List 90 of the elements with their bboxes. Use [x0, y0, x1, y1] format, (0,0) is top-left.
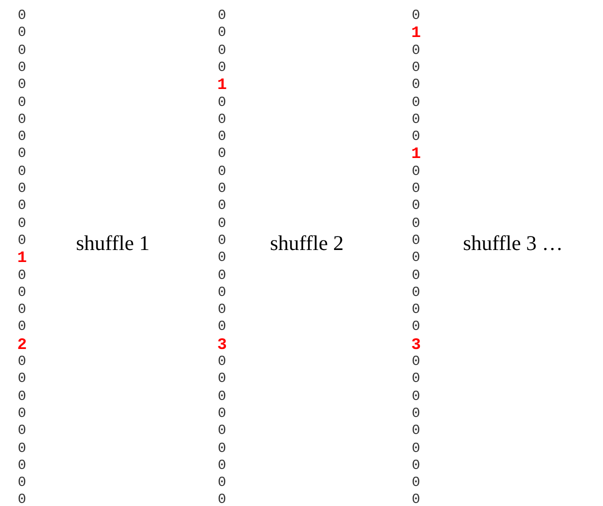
digit: 0 — [16, 199, 28, 214]
digit: 0 — [16, 320, 28, 334]
digit: 0 — [16, 303, 28, 318]
digit: 0 — [216, 406, 228, 421]
digit: 0 — [410, 355, 422, 369]
digit: 0 — [16, 164, 28, 179]
digit: 0 — [216, 268, 228, 282]
digit: 0 — [16, 355, 28, 369]
digit: 0 — [216, 372, 228, 386]
digit: 0 — [216, 424, 228, 438]
digit: 0 — [216, 458, 228, 473]
digit: 0 — [410, 286, 422, 300]
digit: 0 — [216, 44, 228, 58]
step-label: shuffle 2 — [270, 231, 344, 256]
digit: 0 — [216, 199, 228, 214]
digit: 0 — [410, 130, 422, 144]
digit: 0 — [216, 147, 228, 162]
digit: 0 — [16, 390, 28, 404]
digit: 0 — [16, 268, 28, 282]
digit: 0 — [16, 112, 28, 127]
digit: 0 — [216, 493, 228, 506]
digit: 0 — [216, 130, 228, 144]
digit: 0 — [16, 458, 28, 473]
digit: 2 — [16, 338, 28, 352]
digit: 0 — [16, 286, 28, 300]
digit: 0 — [410, 199, 422, 214]
digit: 0 — [410, 268, 422, 282]
digit: 0 — [216, 26, 228, 40]
digit: 0 — [216, 9, 228, 23]
digit: 0 — [410, 44, 422, 58]
digit: 0 — [216, 96, 228, 110]
digit: 0 — [216, 234, 228, 248]
digit: 0 — [410, 216, 422, 231]
digit: 0 — [216, 476, 228, 490]
digit: 0 — [410, 372, 422, 386]
digit: 0 — [16, 26, 28, 40]
digit: 0 — [410, 112, 422, 127]
digit: 0 — [16, 44, 28, 58]
digit: 3 — [410, 338, 422, 352]
digit: 0 — [216, 390, 228, 404]
step-label: shuffle 3 … — [463, 231, 563, 256]
digit: 0 — [216, 164, 228, 179]
digit: 0 — [216, 442, 228, 456]
digit: 1 — [216, 78, 228, 92]
digit: 0 — [410, 9, 422, 23]
digit: 0 — [410, 406, 422, 421]
digit: 1 — [410, 147, 422, 162]
digit: 0 — [16, 130, 28, 144]
digit: 0 — [216, 286, 228, 300]
digit: 3 — [216, 338, 228, 352]
step-label: shuffle 1 — [76, 231, 150, 256]
digit: 0 — [16, 424, 28, 438]
digit: 0 — [16, 182, 28, 196]
digit: 0 — [16, 406, 28, 421]
digit: 0 — [410, 96, 422, 110]
digit: 0 — [410, 251, 422, 266]
digit: 0 — [410, 390, 422, 404]
digit: 0 — [216, 355, 228, 369]
digit: 0 — [216, 216, 228, 231]
digit: 0 — [16, 493, 28, 506]
digit: 0 — [216, 303, 228, 318]
digit: 0 — [410, 303, 422, 318]
digit: 1 — [16, 251, 28, 266]
digit: 0 — [410, 60, 422, 75]
digit: 0 — [216, 182, 228, 196]
digit: 0 — [16, 147, 28, 162]
digit: 0 — [410, 442, 422, 456]
digit: 0 — [410, 182, 422, 196]
digit: 0 — [216, 251, 228, 266]
digit: 0 — [16, 96, 28, 110]
digit: 0 — [16, 216, 28, 231]
digit: 1 — [410, 26, 422, 40]
digit: 0 — [16, 234, 28, 248]
digit: 0 — [216, 320, 228, 334]
digit: 0 — [410, 78, 422, 92]
digit: 0 — [410, 476, 422, 490]
digit: 0 — [410, 493, 422, 506]
digit: 0 — [16, 372, 28, 386]
digit: 0 — [410, 320, 422, 334]
digit: 0 — [16, 442, 28, 456]
digit: 0 — [410, 164, 422, 179]
digit: 0 — [216, 60, 228, 75]
digit: 0 — [410, 234, 422, 248]
digit: 0 — [16, 9, 28, 23]
digit: 0 — [16, 78, 28, 92]
digit: 0 — [410, 458, 422, 473]
digit: 0 — [16, 60, 28, 75]
digit: 0 — [16, 476, 28, 490]
digit: 0 — [216, 112, 228, 127]
digit: 0 — [410, 424, 422, 438]
